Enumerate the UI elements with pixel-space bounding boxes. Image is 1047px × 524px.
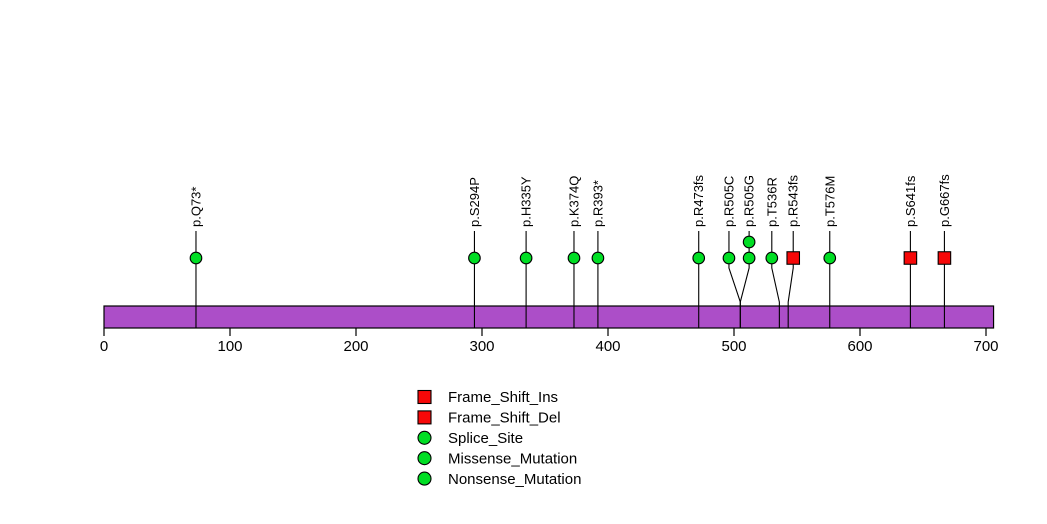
x-axis-tick-label: 700 — [973, 338, 998, 355]
x-axis-tick-label: 0 — [100, 338, 108, 355]
mutation-label: p.R473fs — [691, 174, 706, 227]
mutation-label: p.R505G — [742, 175, 757, 227]
mutation-marker-circle — [468, 251, 481, 265]
mutation-label: p.K374Q — [566, 176, 581, 227]
legend-item-label: Splice_Site — [448, 430, 523, 447]
mutation-label: p.T576M — [822, 176, 837, 227]
mutation-marker-circle — [519, 251, 533, 265]
mutation-marker-circle — [823, 251, 837, 265]
mutation-label: p.T536R — [764, 177, 779, 227]
mutation-stem — [787, 231, 794, 328]
legend-item: Frame_Shift_Del — [417, 410, 561, 427]
mutation-stem — [771, 231, 780, 328]
x-axis-tick-label: 200 — [343, 338, 368, 355]
x-axis-tick-label: 600 — [847, 338, 872, 355]
mutation-label: p.R393* — [590, 180, 605, 227]
legend-item-label: Missense_Mutation — [448, 450, 577, 467]
protein-bar — [103, 305, 995, 329]
legend-item: Frame_Shift_Ins — [417, 389, 558, 406]
legend-item-label: Frame_Shift_Ins — [448, 389, 558, 406]
mutation-label: p.H335Y — [519, 176, 534, 227]
mutation-marker-square — [786, 251, 801, 265]
x-axis-tick-label: 300 — [469, 338, 494, 355]
mutation-label: p.S294P — [467, 177, 482, 227]
legend-marker-circle-icon — [417, 451, 432, 466]
legend-item-label: Frame_Shift_Del — [448, 410, 561, 427]
legend-marker-square-icon — [417, 410, 432, 425]
mutation-label: p.S641fs — [903, 175, 918, 227]
mutation-label: p.R505C — [721, 176, 736, 227]
mutation-marker-circle — [567, 251, 581, 265]
legend-item: Splice_Site — [417, 430, 523, 447]
mutation-marker-circle — [692, 251, 706, 265]
legend-marker-square-icon — [417, 389, 432, 405]
x-axis-tick-label: 400 — [595, 338, 620, 355]
mutation-marker-circle — [722, 251, 736, 265]
mutation-marker-circle — [742, 235, 756, 249]
legend-item: Nonsense_Mutation — [417, 471, 581, 488]
mutation-marker-square — [937, 251, 952, 265]
mutation-label: p.Q73* — [188, 187, 203, 227]
legend-marker-circle-icon — [417, 430, 432, 445]
mutation-marker-circle — [765, 251, 779, 265]
mutation-stem — [739, 231, 750, 328]
x-axis-tick-label: 500 — [721, 338, 746, 355]
mutation-label: p.R543fs — [786, 174, 801, 227]
mutation-marker-square — [903, 251, 918, 265]
mutation-marker-circle — [742, 251, 756, 265]
legend-item-label: Nonsense_Mutation — [448, 471, 581, 488]
legend-marker-circle-icon — [417, 471, 432, 486]
legend: Frame_Shift_InsFrame_Shift_DelSplice_Sit… — [417, 389, 581, 488]
x-axis-tick-label: 100 — [217, 338, 242, 355]
legend-item: Missense_Mutation — [417, 450, 577, 467]
mutation-marker-circle — [591, 251, 605, 265]
mutation-label: p.G667fs — [937, 174, 952, 227]
mutation-marker-circle — [189, 251, 203, 265]
